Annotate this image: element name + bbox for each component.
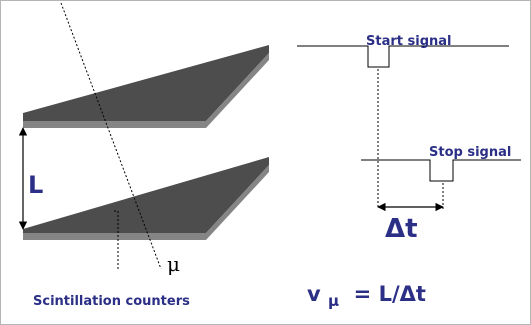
formula-rhs: = L/Δt bbox=[346, 282, 426, 306]
velocity-formula: v μ = L/Δt bbox=[307, 282, 426, 311]
start-signal-label: Start signal bbox=[366, 34, 451, 49]
length-label: L bbox=[28, 171, 43, 199]
lower-scintillator-slab bbox=[23, 157, 269, 240]
delta-t-label: Δt bbox=[385, 214, 418, 244]
stop-signal-trace bbox=[361, 159, 521, 182]
start-signal-trace bbox=[297, 45, 509, 68]
counter-pointer-line bbox=[114, 210, 119, 271]
muon-label: μ bbox=[167, 252, 180, 276]
formula-mu-subscript: μ bbox=[328, 292, 339, 310]
upper-scintillator-slab bbox=[23, 45, 269, 128]
scintillation-counters-label: Scintillation counters bbox=[33, 294, 190, 309]
stop-signal-label: Stop signal bbox=[429, 145, 511, 160]
formula-velocity-symbol: v bbox=[307, 282, 321, 306]
muon-track-line bbox=[60, 2, 162, 270]
